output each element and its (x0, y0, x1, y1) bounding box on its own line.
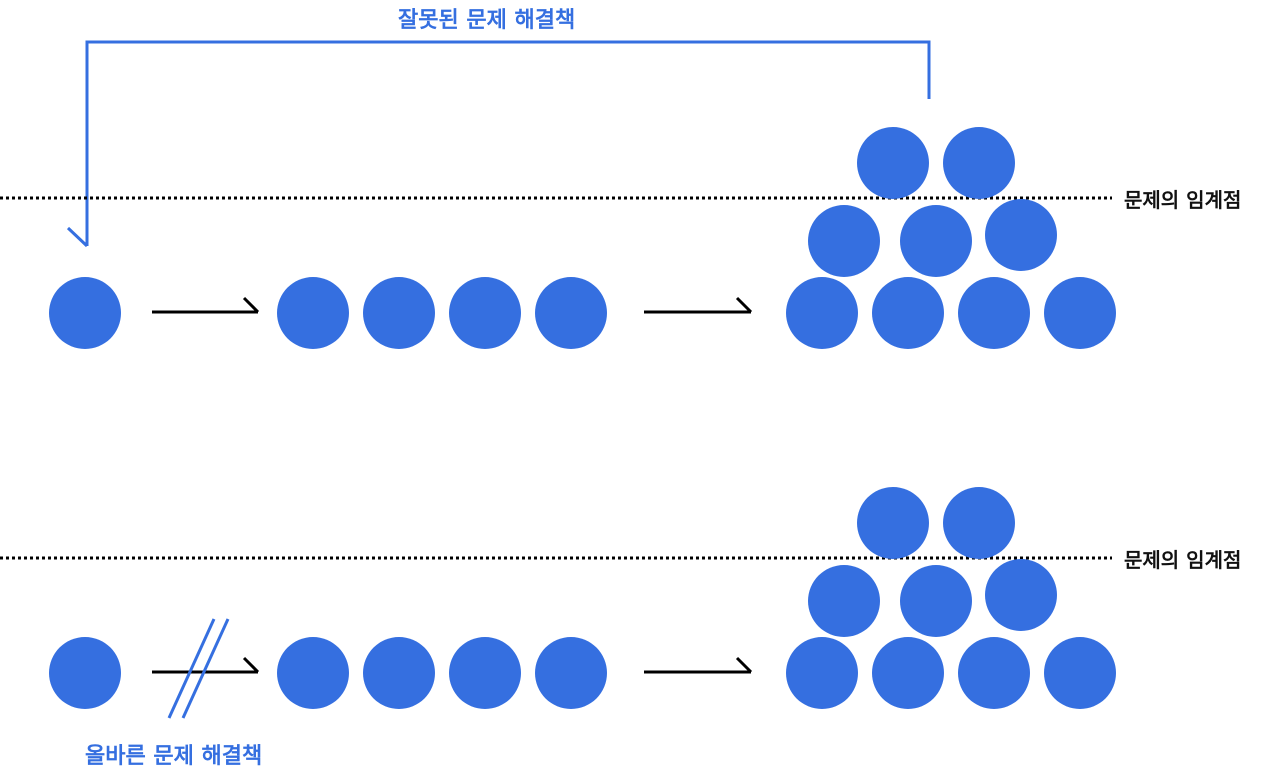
wrong-solution-title: 잘못된 문제 해결책 (398, 8, 576, 33)
problem-circle (958, 637, 1030, 709)
problem-circle (363, 637, 435, 709)
problem-circle (49, 277, 121, 349)
problem-circle (943, 127, 1015, 199)
threshold-label: 문제의 임계점 (1124, 548, 1242, 572)
problem-circle (449, 637, 521, 709)
problem-circle (857, 127, 929, 199)
feedback-arrow-head (66, 226, 89, 248)
problem-circle (958, 277, 1030, 349)
problem-circle (857, 487, 929, 559)
problem-circle (786, 277, 858, 349)
problem-circle (535, 277, 607, 349)
problem-circle (363, 277, 435, 349)
problem-circle (872, 637, 944, 709)
problem-circle (535, 637, 607, 709)
problem-circle (808, 565, 880, 637)
top-section (0, 40, 1116, 349)
problem-circle (1044, 277, 1116, 349)
wrong-solution-feedback-arrow (85, 40, 931, 246)
threshold-label: 문제의 임계점 (1124, 188, 1242, 212)
bottom-section (0, 487, 1116, 719)
problem-circle (900, 205, 972, 277)
problem-circle (985, 199, 1057, 271)
blocked-arrow-icon (152, 618, 260, 719)
arrow-right-icon (644, 296, 753, 314)
problem-circle (872, 277, 944, 349)
right-solution-title: 올바른 문제 해결책 (85, 744, 263, 769)
problem-circle (900, 565, 972, 637)
problem-circle (985, 559, 1057, 631)
problem-circle (449, 277, 521, 349)
arrow-right-icon (152, 296, 260, 314)
problem-circle (943, 487, 1015, 559)
problem-circle (277, 277, 349, 349)
problem-circle (786, 637, 858, 709)
problem-circle (49, 637, 121, 709)
arrow-right-icon (644, 656, 753, 674)
problem-circle (1044, 637, 1116, 709)
problem-circle (277, 637, 349, 709)
problem-circle (808, 205, 880, 277)
